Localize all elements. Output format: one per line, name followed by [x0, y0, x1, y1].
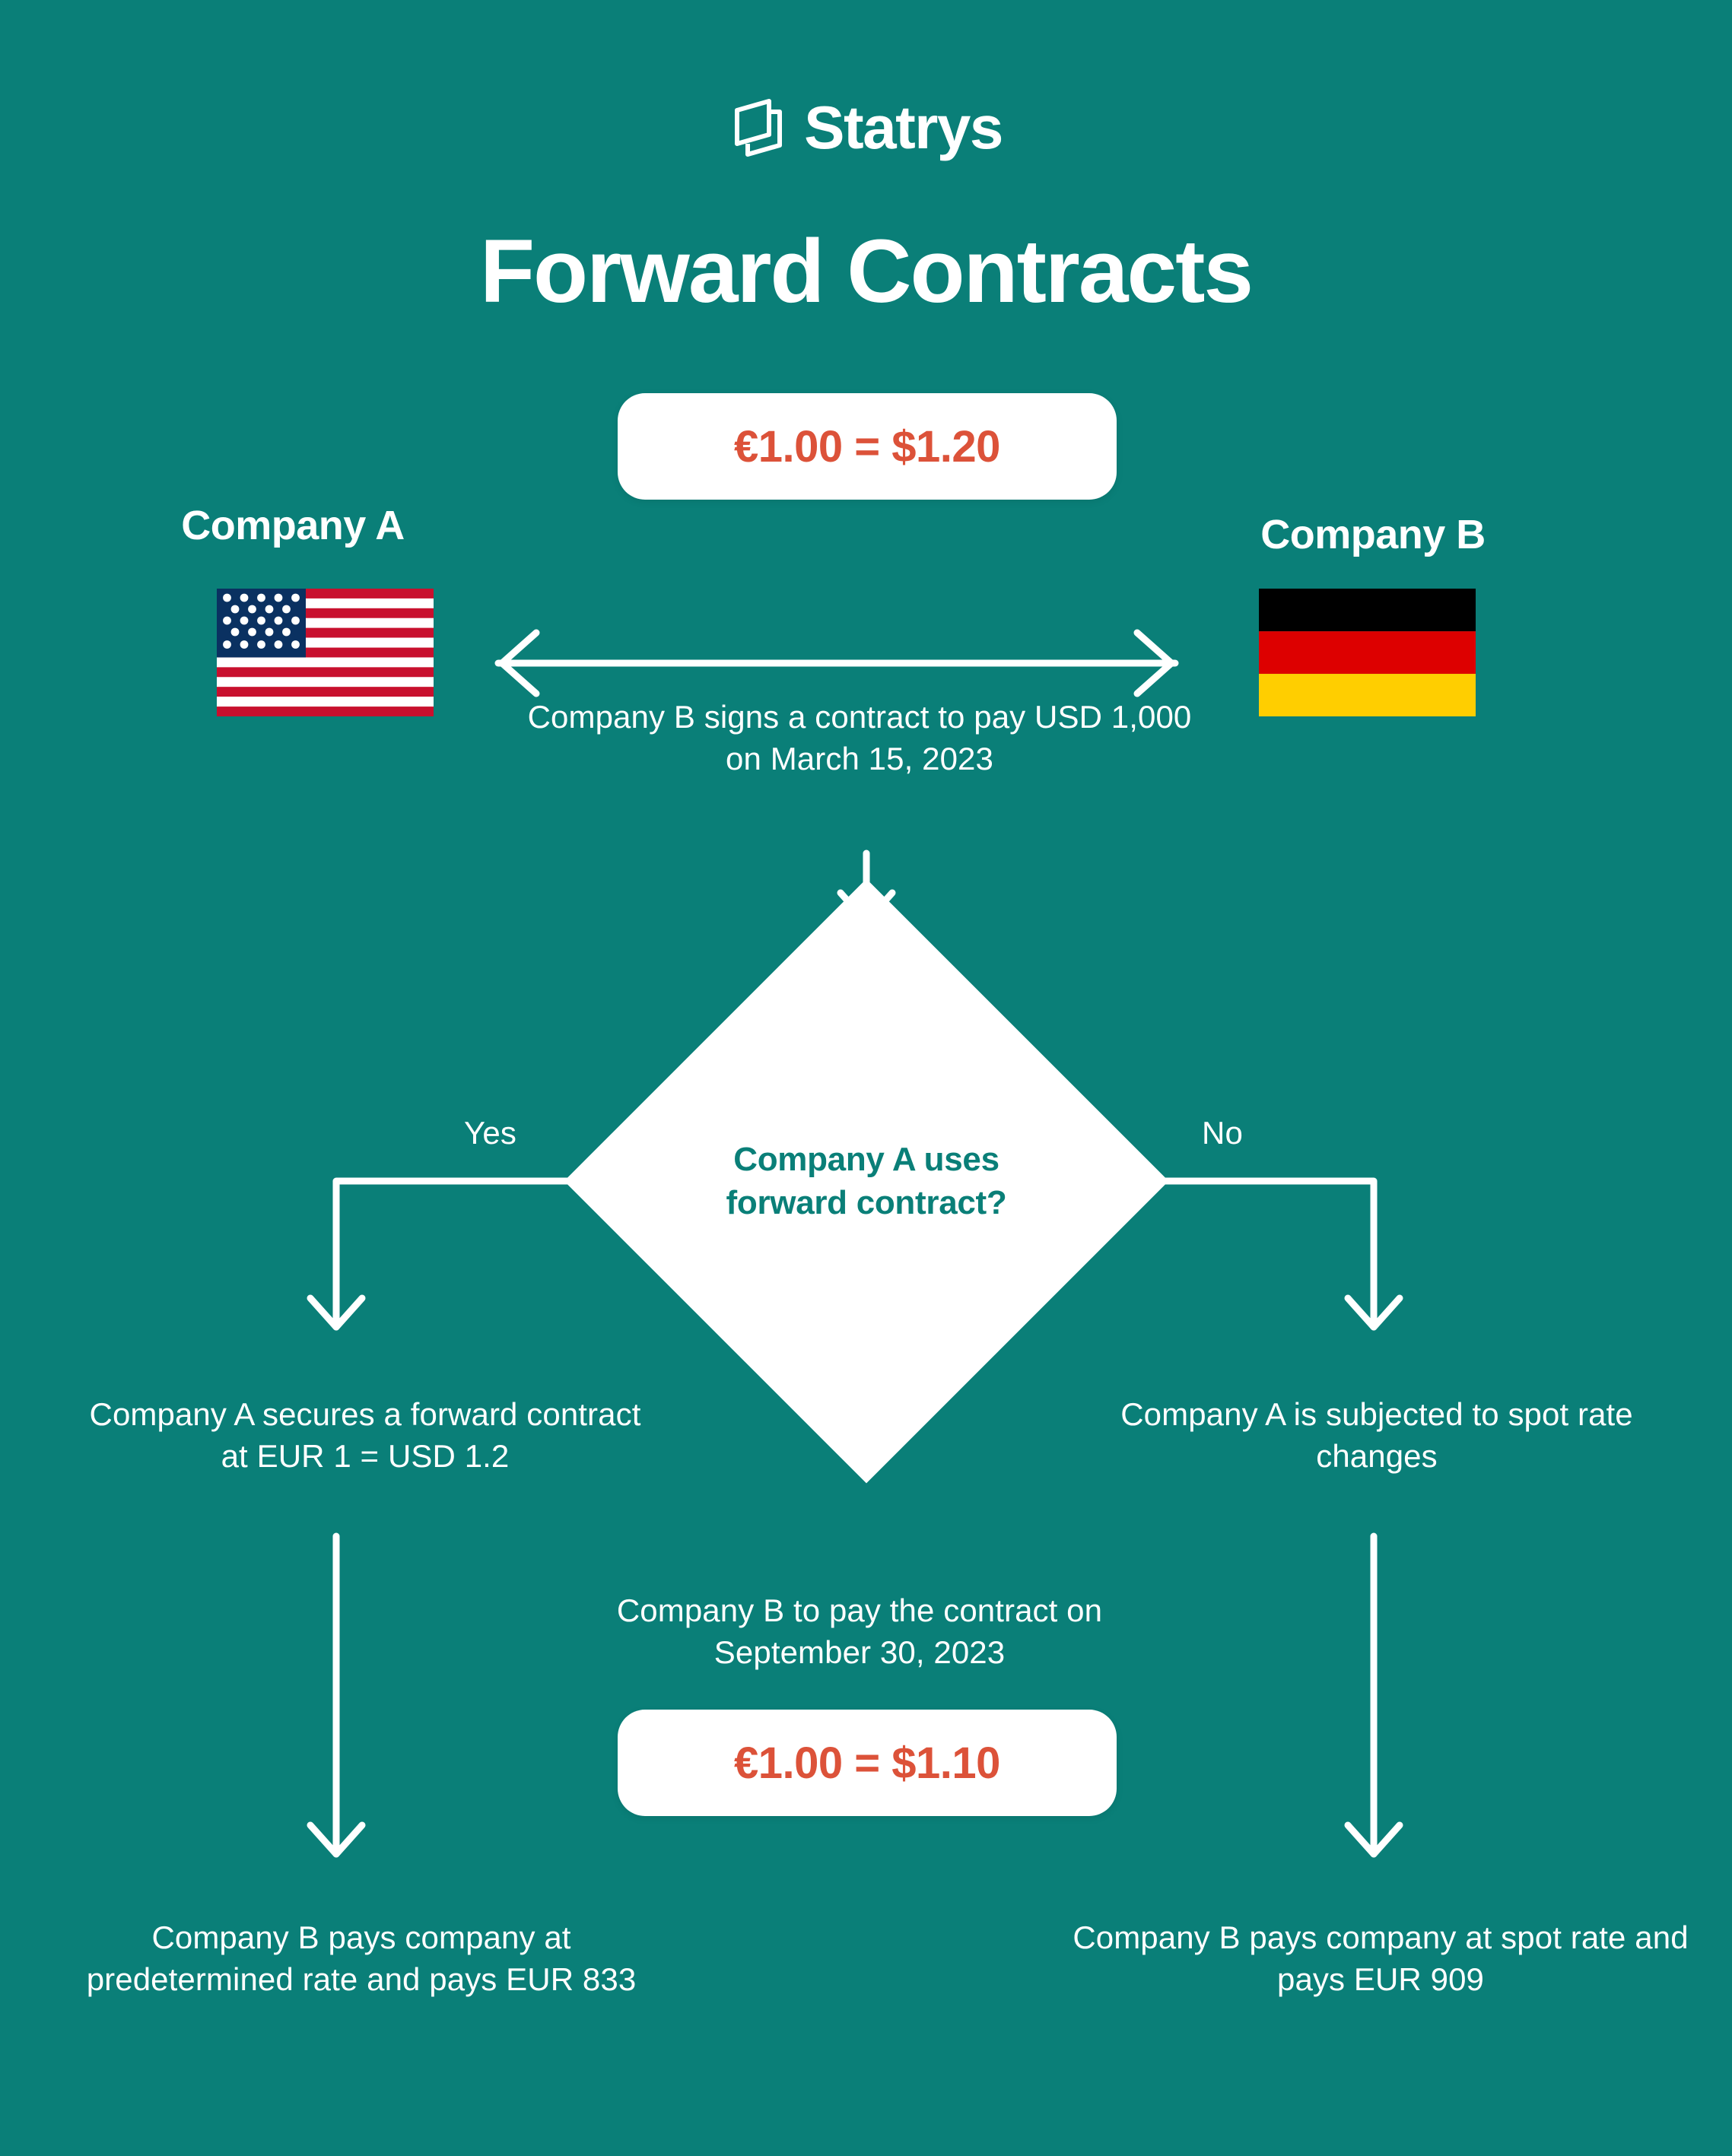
contract-note: Company B signs a contract to pay USD 1,…	[527, 699, 1192, 777]
brand-name: Statrys	[804, 94, 1003, 161]
settlement-note: Company B to pay the contract on Septemb…	[616, 1592, 1103, 1671]
brand-logo: Statrys	[0, 97, 1732, 158]
company-a-label: Company A	[181, 503, 405, 548]
branch-outcome-yes: Company A secures a forward contract at …	[89, 1396, 641, 1475]
germany-flag-icon	[1259, 589, 1476, 716]
us-flag-icon	[217, 589, 434, 716]
result-no: Company B pays company at spot rate and …	[1073, 1919, 1689, 1998]
branch-label-yes: Yes	[464, 1115, 517, 1151]
settlement-rate-value: €1.00 = $1.10	[734, 1738, 1000, 1788]
initial-rate-badge: €1.00 = $1.20	[618, 393, 1117, 500]
settlement-rate-badge: €1.00 = $1.10	[618, 1710, 1117, 1816]
decision-question: Company A uses forward contract?	[726, 1140, 1007, 1221]
page-title: Forward Contracts	[479, 221, 1254, 322]
branch-outcome-no: Company A is subjected to spot rate chan…	[1120, 1396, 1633, 1475]
branch-label-no: No	[1202, 1115, 1244, 1151]
initial-rate-value: €1.00 = $1.20	[734, 421, 1000, 472]
decision-diamond: Company A uses forward contract?	[564, 878, 1169, 1484]
company-b-label: Company B	[1260, 512, 1486, 557]
result-yes: Company B pays company at predetermined …	[86, 1919, 637, 1998]
statrys-layers-icon	[729, 98, 787, 157]
